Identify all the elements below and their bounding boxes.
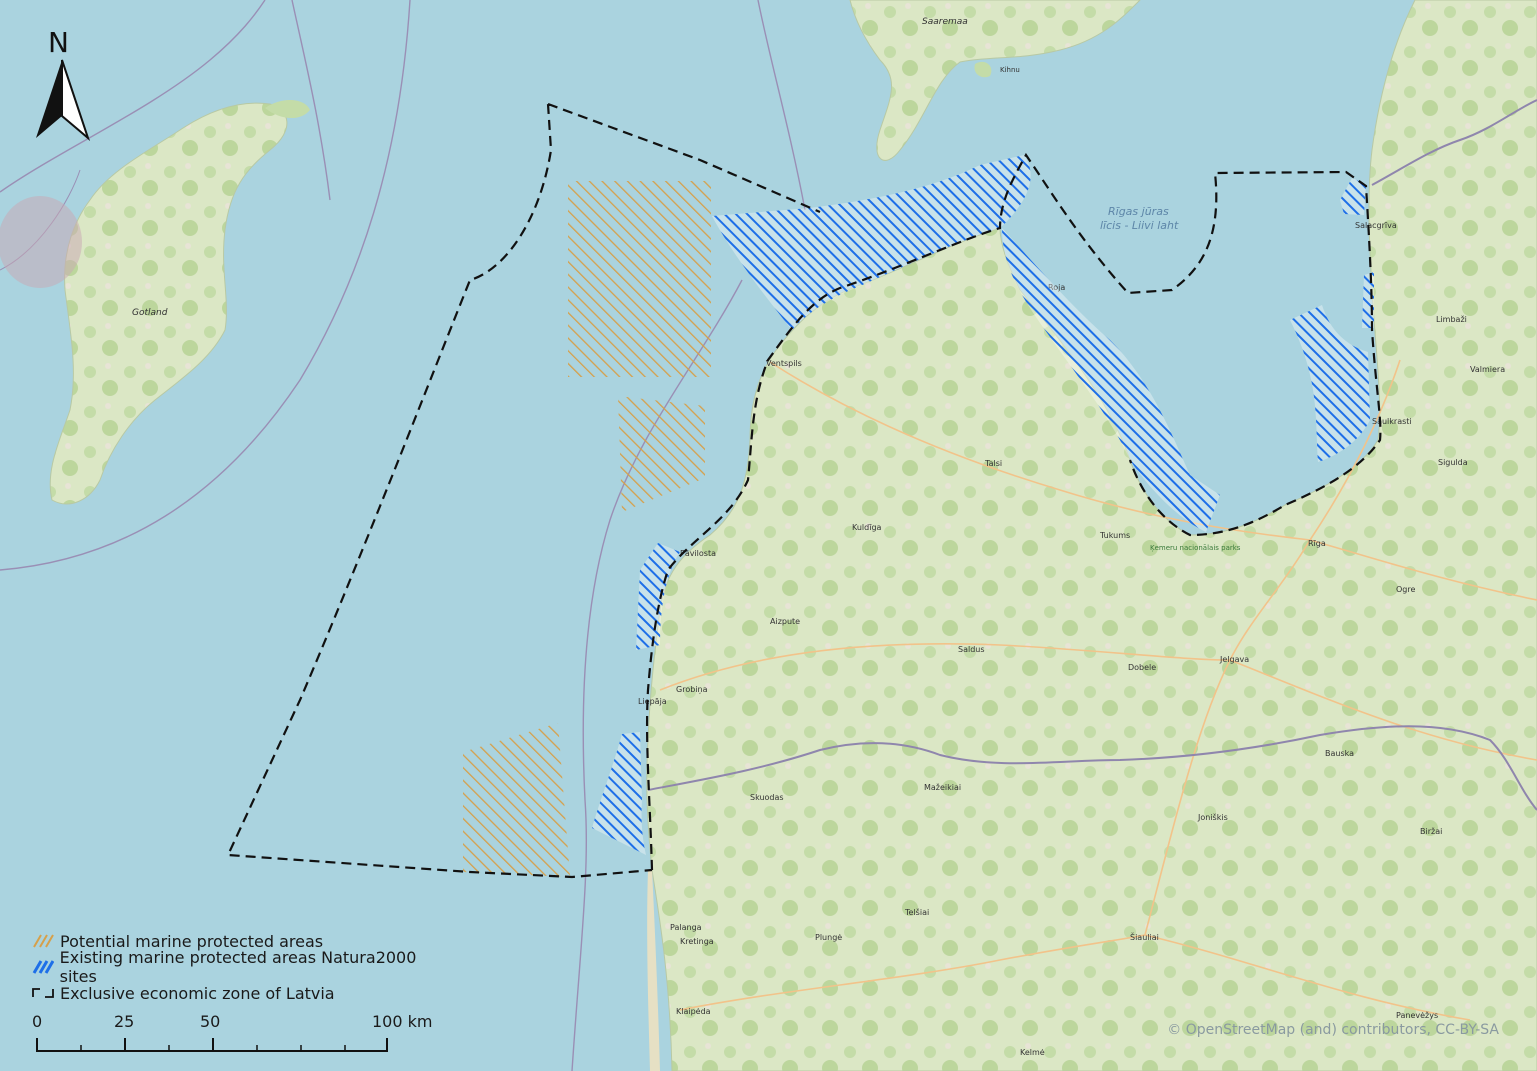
- dobele-label: Dobele: [1128, 663, 1156, 672]
- gulf-of-riga-label-2: līcis - Liivi laht: [1100, 219, 1179, 232]
- ventspils-label: Ventspils: [766, 359, 802, 368]
- klaipeda-label: Klaipėda: [676, 1007, 711, 1016]
- roads: [659, 359, 1537, 1021]
- telsiai-label: Telšiai: [904, 907, 929, 917]
- city-labels: Rīga Jelgava Liepāja Ventspils Klaipėda …: [638, 221, 1505, 1057]
- scale-tick-0: 0: [32, 1012, 43, 1031]
- curonian-spit: [647, 870, 660, 1071]
- salacgriva-label: Salacgrīva: [1355, 221, 1397, 230]
- kretinga-label: Kretinga: [680, 937, 714, 946]
- country-borders: [647, 99, 1537, 811]
- natura2000-gulf-east[interactable]: [1290, 305, 1370, 462]
- mazeikiai-label: Mažeikiai: [924, 783, 961, 792]
- kemeri-label: Ķemeru nacionālais parks: [1150, 544, 1241, 553]
- riga-label: Rīga: [1308, 539, 1326, 548]
- sigulda-label: Sigulda: [1438, 458, 1468, 467]
- gotland-label: Gotland: [132, 308, 168, 318]
- plunge-label: Plungė: [815, 933, 842, 942]
- bauska-label: Bauska: [1325, 749, 1354, 758]
- ogre-label: Ogre: [1396, 585, 1415, 594]
- north-arrow: N: [30, 26, 91, 151]
- legend-item-natura2000: Existing marine protected areas Natura20…: [32, 948, 452, 986]
- potential-mpa-middle[interactable]: [618, 396, 705, 512]
- tukums-label: Tukums: [1099, 531, 1130, 540]
- legend: Potential marine protected areas Existin…: [32, 928, 452, 1006]
- scale-bar-line: [36, 1038, 388, 1052]
- natura2000-pape-north[interactable]: [636, 543, 680, 650]
- restricted-area: [0, 196, 82, 288]
- jelgava-label: Jelgava: [1219, 655, 1249, 664]
- north-arrow-icon: N: [36, 26, 91, 142]
- birzai-label: Biržai: [1420, 827, 1442, 836]
- pavilosta-label: Pāvilosta: [680, 549, 716, 558]
- gotland-island: [49, 102, 288, 505]
- legend-label-natura2000: Existing marine protected areas Natura20…: [59, 948, 417, 986]
- legend-label-potential-mpa: Potential marine protected areas: [60, 931, 324, 951]
- siauliai-label: Šiauliai: [1130, 931, 1159, 942]
- kelme-label: Kelmė: [1020, 1048, 1045, 1057]
- attribution: © OpenStreetMap (and) contributors, CC-B…: [1167, 1022, 1499, 1038]
- natura2000-irbe-strait[interactable]: [712, 155, 1031, 330]
- natura2000-gulf-west[interactable]: [1002, 228, 1220, 532]
- potential-mpa-north[interactable]: [568, 181, 711, 377]
- scale-tick-25: 25: [114, 1012, 135, 1031]
- legend-label-eez: Exclusive economic zone of Latvia: [60, 983, 335, 1003]
- roja-label: Roja: [1048, 283, 1065, 292]
- kihnu-label: Kihnu: [1000, 66, 1020, 74]
- gotland-north-islet: [265, 99, 310, 119]
- natura2000-vidzeme-coast[interactable]: [1362, 272, 1374, 328]
- maritime-boundaries: [0, 0, 806, 1071]
- kihnu-island: [974, 61, 992, 78]
- hatch-blue-icon: [32, 960, 54, 974]
- saaremaa-label: Saaremaa: [922, 17, 968, 27]
- kuldiga-label: Kuldīga: [852, 523, 882, 532]
- north-label: N: [48, 26, 69, 59]
- talsi-label: Talsi: [984, 459, 1002, 468]
- grobina-label: Grobiņa: [676, 685, 708, 695]
- joniskis-label: Joniškis: [1197, 812, 1228, 822]
- potential-mpa-south[interactable]: [463, 723, 570, 877]
- skuodas-label: Skuodas: [750, 793, 784, 802]
- aizpute-label: Aizpute: [770, 617, 800, 626]
- palanga-label: Palanga: [670, 923, 702, 932]
- natura2000-areas[interactable]: [592, 155, 1374, 855]
- scale-bar: 0 25 50 100 km: [28, 1012, 448, 1062]
- saaremaa-island: [849, 0, 1141, 161]
- eez-boundary[interactable]: [226, 102, 1382, 879]
- scale-tick-50: 50: [200, 1012, 221, 1031]
- natura2000-nida[interactable]: [592, 732, 646, 855]
- gulf-of-riga-label-1: Rīgas jūras: [1108, 205, 1169, 218]
- scale-tick-100: 100 km: [372, 1012, 433, 1031]
- panevezys-label: Panevėžys: [1396, 1011, 1438, 1020]
- saldus-label: Saldus: [958, 645, 985, 654]
- limbazi-label: Limbaži: [1436, 315, 1467, 324]
- natura2000-ainazi[interactable]: [1340, 178, 1366, 215]
- valmiera-label: Valmiera: [1470, 365, 1505, 374]
- potential-mpa-areas[interactable]: [463, 181, 711, 877]
- legend-item-eez: Exclusive economic zone of Latvia: [32, 980, 452, 1006]
- dashed-line-icon: [32, 988, 54, 998]
- legend-item-potential-mpa: Potential marine protected areas: [32, 928, 452, 954]
- saulkrasti-label: Saulkrasti: [1372, 417, 1412, 426]
- liepaja-label: Liepāja: [638, 697, 667, 706]
- hatch-orange-icon: [33, 934, 54, 948]
